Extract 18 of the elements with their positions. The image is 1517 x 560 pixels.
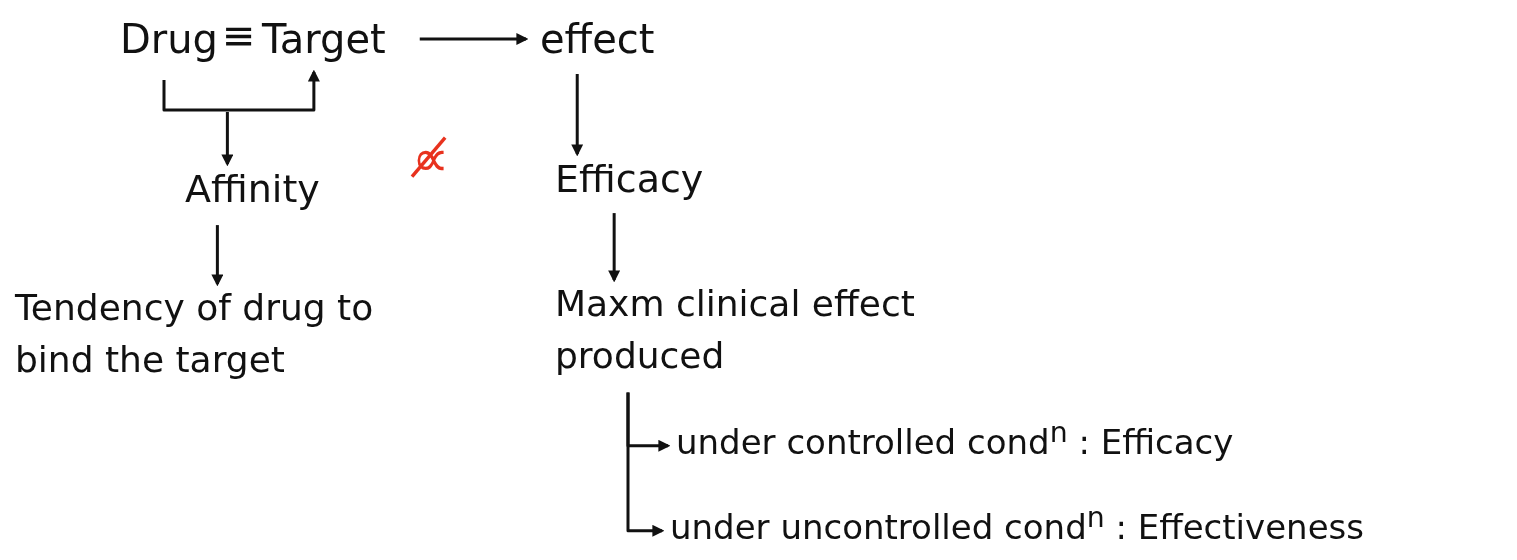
- handwritten-note: under controlled cond$^{n}$ : Efficacy: [676, 415, 1234, 465]
- handwritten-note: Target: [262, 15, 386, 64]
- arrow: [626, 392, 665, 537]
- handwritten-note: Efficacy: [555, 156, 704, 203]
- arrow: [221, 112, 234, 167]
- handwritten-note: Affinity: [185, 166, 320, 213]
- not-proportional-sign: ∝̸: [412, 128, 450, 188]
- arrow: [162, 69, 320, 112]
- arrow: [608, 213, 621, 283]
- arrow: [419, 33, 529, 45]
- arrow: [211, 225, 224, 287]
- handwritten-note: effect: [540, 15, 655, 64]
- arrow: [571, 74, 584, 157]
- equivalence-sign: ≡: [222, 12, 256, 58]
- handwritten-note: Tendency of drug to bind the target: [15, 286, 375, 383]
- handwritten-note: Drug: [120, 15, 218, 64]
- handwritten-note: Maxm clinical effect produced: [555, 282, 916, 379]
- handwritten-note: under uncontrolled cond$^{n}$ : Effectiveness: [670, 500, 1364, 550]
